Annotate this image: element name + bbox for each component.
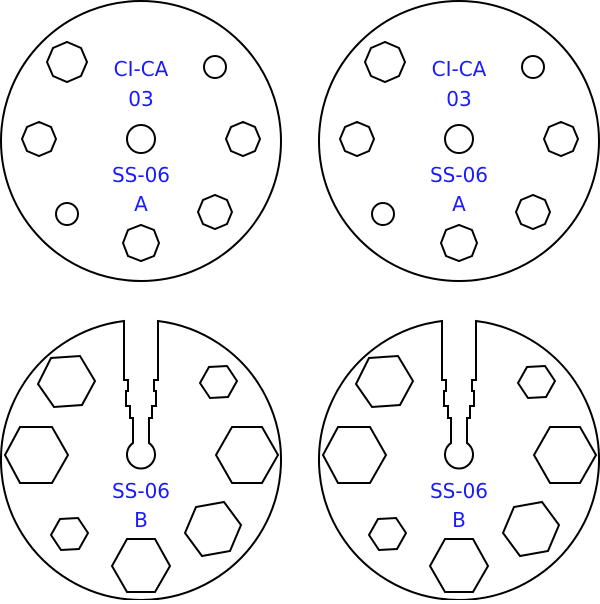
hexagon-hole (3, 426, 70, 484)
octagon-hole (121, 223, 161, 263)
hexagon-hole (321, 426, 388, 484)
plate-label-line: 03 (128, 87, 153, 111)
plate-label-line: A (452, 192, 466, 216)
octagon-hole (45, 40, 89, 84)
plate-top-left: CI-CA 03 SS-06 A (0, 0, 282, 282)
plate-label-line: SS-06 (112, 163, 170, 187)
plate-label-line: CI-CA (432, 57, 487, 81)
hexagon-hole (198, 364, 239, 400)
small-round-hole (371, 202, 395, 226)
plate-bottom-right: SS-06 B (318, 319, 600, 601)
octagon-hole (514, 193, 552, 231)
hexagon-hole (36, 354, 97, 409)
octagon-hole (363, 40, 407, 84)
octagon-hole (196, 193, 234, 231)
octagon-hole (20, 120, 58, 158)
octagon-hole (439, 223, 479, 263)
small-round-hole (203, 55, 227, 79)
plate-label-line: 03 (446, 87, 471, 111)
center-hole (126, 124, 156, 154)
center-hole (444, 124, 474, 154)
octagon-hole (338, 120, 376, 158)
hexagon-hole (532, 426, 598, 484)
plate-label-line: B (134, 508, 148, 532)
hexagon-hole (110, 538, 172, 593)
hexagon-hole (49, 516, 90, 552)
hexagon-hole (183, 500, 243, 558)
hexagon-hole (354, 354, 415, 409)
plate-label-line: B (452, 508, 466, 532)
plate-label-line: SS-06 (112, 479, 170, 503)
plate-label-line: SS-06 (430, 479, 488, 503)
hexagon-hole (214, 426, 280, 484)
small-round-hole (55, 202, 79, 226)
small-round-hole (521, 55, 545, 79)
octagon-hole (542, 120, 580, 158)
plate-label-line: SS-06 (430, 163, 488, 187)
hexagon-hole (367, 516, 408, 552)
plate-label-line: A (134, 192, 148, 216)
hexagon-hole (516, 364, 557, 400)
hexagon-hole (428, 538, 490, 593)
hexagon-hole (501, 500, 561, 558)
plate-bottom-left: SS-06 B (0, 319, 282, 601)
plate-label-line: CI-CA (114, 57, 169, 81)
octagon-hole (224, 120, 262, 158)
plate-top-right: CI-CA 03 SS-06 A (318, 0, 600, 282)
